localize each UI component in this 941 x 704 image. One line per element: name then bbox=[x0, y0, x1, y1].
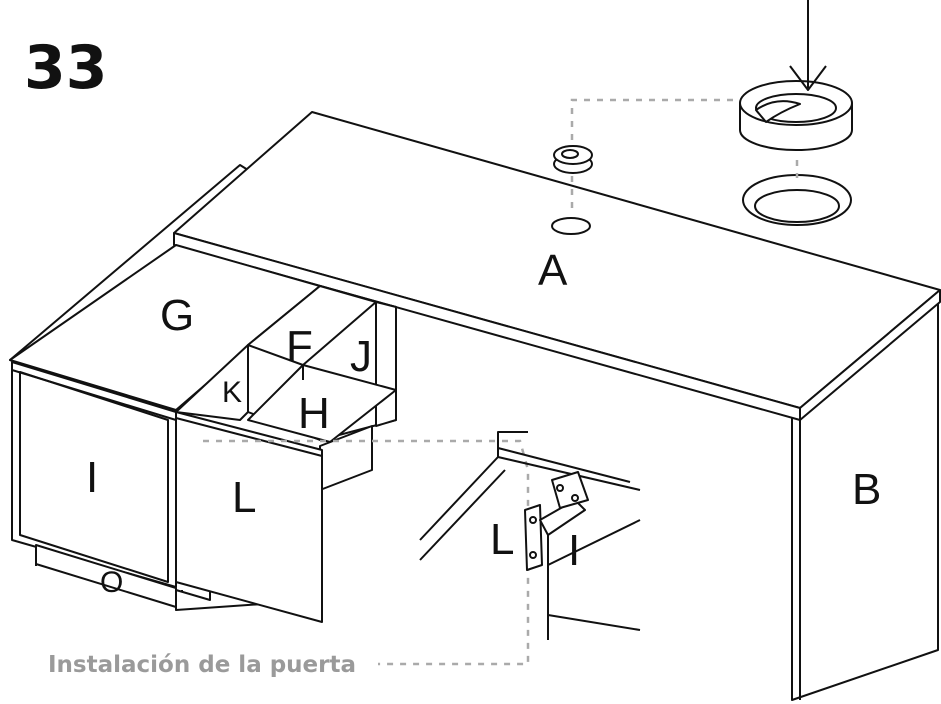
shelf-j bbox=[375, 301, 397, 427]
hinge-detail bbox=[419, 431, 641, 640]
hinge-screw-2 bbox=[529, 551, 537, 559]
desktop-side-edge bbox=[799, 289, 941, 421]
detail-frame-1 bbox=[419, 431, 528, 541]
label-j: J bbox=[350, 332, 372, 381]
label-o: O bbox=[100, 566, 123, 599]
guide-detail bbox=[203, 439, 530, 666]
hinge-plate bbox=[524, 504, 543, 571]
desk bbox=[9, 111, 941, 701]
desk-hole bbox=[551, 217, 591, 235]
detail-frame-3 bbox=[497, 447, 631, 483]
guide-top bbox=[570, 98, 740, 140]
detail-frame-2 bbox=[497, 456, 641, 491]
divider-k bbox=[175, 344, 249, 421]
detail-frame-6 bbox=[547, 614, 641, 631]
label-h: H bbox=[298, 389, 330, 438]
down-arrow-icon bbox=[789, 0, 827, 91]
door-l bbox=[175, 411, 323, 623]
hinge-screw bbox=[529, 516, 537, 524]
label-k: K bbox=[222, 376, 242, 409]
label-g: G bbox=[160, 291, 194, 340]
hinge-mount bbox=[551, 471, 589, 509]
door-i bbox=[19, 371, 169, 583]
shelf-h bbox=[247, 364, 397, 443]
detail-frame-5 bbox=[547, 519, 641, 566]
guide-lines bbox=[203, 98, 799, 666]
large-grommet-slot bbox=[755, 100, 801, 123]
small-grommet-slot bbox=[561, 149, 579, 159]
detail-frame-4 bbox=[419, 469, 506, 561]
detail-label-l: L bbox=[490, 515, 514, 564]
small-grommet bbox=[551, 145, 593, 235]
label-f: F bbox=[286, 322, 313, 371]
hinge-screw-4 bbox=[571, 494, 579, 502]
cabinet-top-edge bbox=[11, 369, 177, 421]
large-hole-inner bbox=[754, 189, 840, 223]
label-b: B bbox=[852, 465, 881, 514]
label-a: A bbox=[538, 246, 568, 295]
hinge-screw-3 bbox=[556, 484, 564, 492]
door-l-edge bbox=[175, 417, 323, 457]
label-i: I bbox=[86, 453, 98, 502]
large-grommet bbox=[739, 80, 853, 226]
step-number: 33 bbox=[24, 33, 108, 103]
label-l: L bbox=[232, 473, 256, 522]
detail-label-i: I bbox=[568, 526, 580, 575]
caption: Instalación de la puerta bbox=[48, 652, 356, 678]
